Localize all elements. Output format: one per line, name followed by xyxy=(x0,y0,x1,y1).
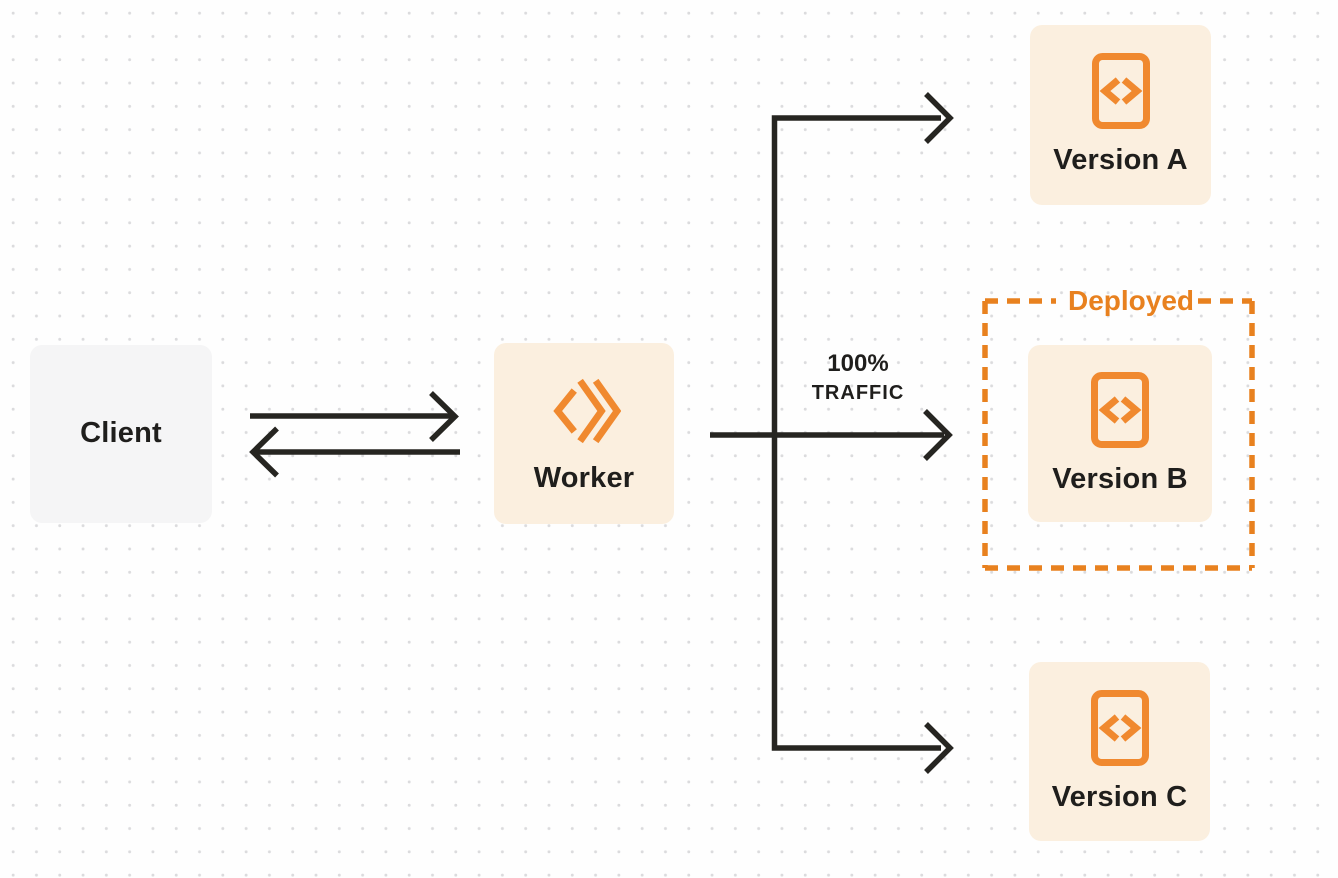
version-c-node: Version C xyxy=(1029,662,1210,841)
branch-arrow-version-c xyxy=(924,722,954,774)
version-b-node-label: Version B xyxy=(1052,462,1188,495)
version-c-node-label: Version C xyxy=(1051,780,1188,813)
version-b-node: Version B xyxy=(1028,345,1212,522)
traffic-label: 100% TRAFFIC xyxy=(795,350,921,405)
client-node-label: Client xyxy=(80,417,162,450)
worker-traffic-arrow-version-b xyxy=(710,409,953,461)
code-document-icon xyxy=(1091,53,1150,130)
client-worker-request-arrow xyxy=(250,391,459,442)
version-a-node-label: Version A xyxy=(1053,144,1188,177)
cloudflare-workers-logo-icon xyxy=(553,378,621,443)
worker-node: Worker xyxy=(494,343,674,524)
deployed-group-label: Deployed xyxy=(1067,285,1195,316)
code-document-icon xyxy=(1090,689,1149,766)
client-node: Client xyxy=(30,345,212,523)
branch-arrow-version-a xyxy=(924,92,954,144)
worker-node-label: Worker xyxy=(533,461,635,494)
worker-client-response-arrow xyxy=(249,426,460,478)
traffic-percent-text: 100% xyxy=(827,350,889,377)
traffic-word-text: TRAFFIC xyxy=(811,382,905,404)
deployed-dashed-border xyxy=(982,298,1255,571)
branch-line xyxy=(771,115,941,751)
version-a-node: Version A xyxy=(1030,25,1211,205)
code-document-icon xyxy=(1091,371,1149,448)
